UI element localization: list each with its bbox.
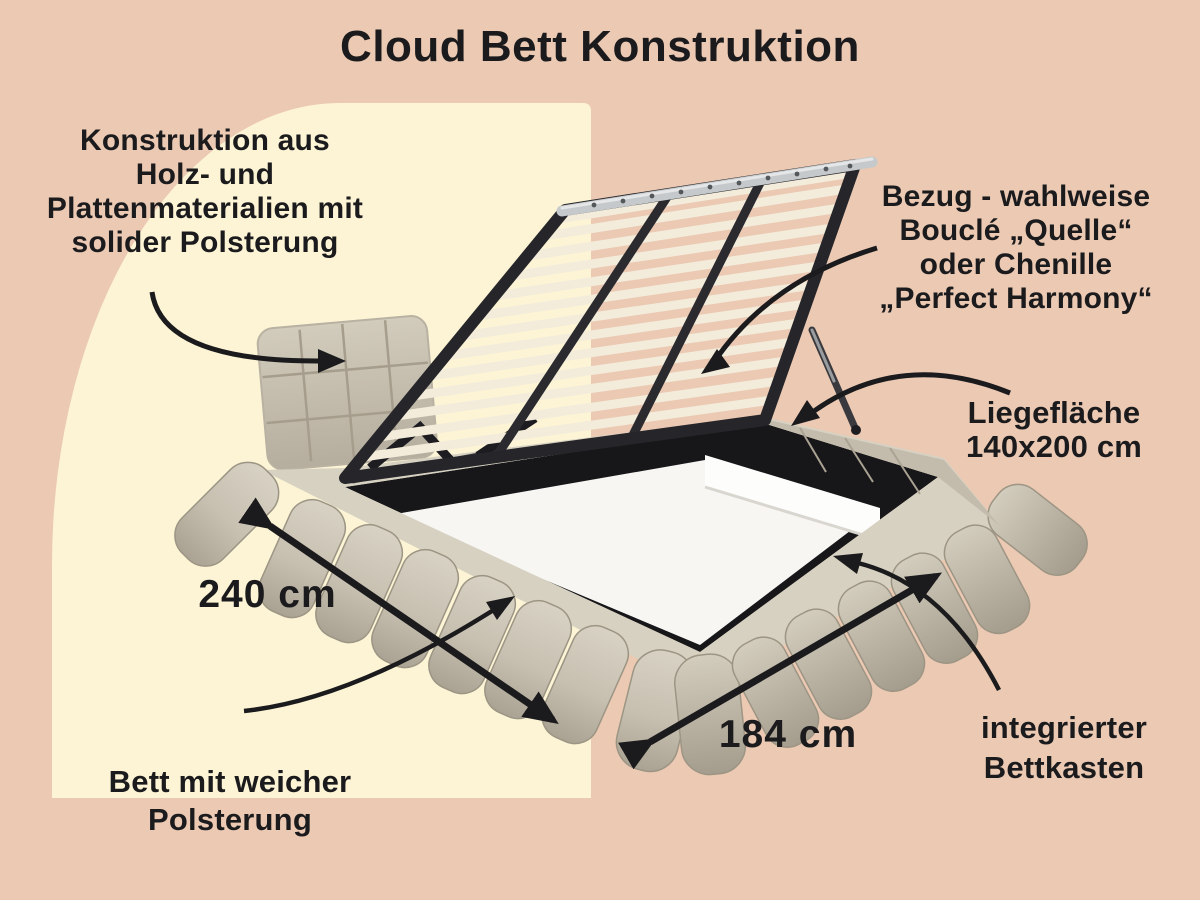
pointer-arrow-construction: [149, 291, 346, 373]
label-cover-line: Bouclé „Quelle“: [899, 214, 1133, 247]
label-surface-line: 140x200 cm: [965, 429, 1143, 464]
annotation-arrows: [149, 245, 1011, 770]
pointer-arrow-cover: [701, 245, 878, 374]
label-cover-line: oder Chenille: [919, 248, 1113, 281]
label-cover-line: „Perfect Harmony“: [879, 282, 1153, 315]
label-construction-line: Konstruktion aus: [80, 124, 330, 157]
label-soft-upholstery: Bett mit weicher Polsterung: [95, 763, 365, 839]
bed-storage-divider: [704, 455, 881, 542]
label-cover-line: Bezug - wahlweise: [881, 180, 1151, 213]
label-width-240: 240 cm: [198, 573, 337, 616]
label-depth-184: 184 cm: [718, 713, 858, 756]
bed-rim-back-band: [760, 418, 1000, 526]
label-construction: Konstruktion aus Holz- und Plattenmateri…: [25, 124, 385, 260]
pointer-arrow-surface: [791, 372, 1011, 426]
bed-slat-frame: [339, 156, 878, 484]
dimension-arrow-240: [238, 497, 559, 724]
label-soft-line: Polsterung: [148, 802, 312, 837]
label-construction-line: Holz- und: [135, 158, 275, 191]
bed-gas-piston: [808, 326, 861, 435]
label-lying-surface: Liegefläche 140x200 cm: [940, 396, 1168, 464]
page-title: Cloud Bett Konstruktion: [340, 22, 860, 71]
label-storage-line: integrierter: [980, 710, 1148, 745]
label-surface-line: Liegefläche: [967, 395, 1141, 430]
pointer-arrow-storage: [833, 553, 1002, 692]
label-storage-line: Bettkasten: [983, 750, 1145, 785]
pointer-arrow-soft: [243, 596, 515, 714]
slat-frame-screws: [591, 163, 853, 208]
dimension-arrow-184: [618, 572, 943, 770]
label-construction-line: Plattenmaterialien mit: [46, 192, 364, 225]
label-cover-options: Bezug - wahlweise Bouclé „Quelle“ oder C…: [842, 180, 1190, 316]
label-soft-line: Bett mit weicher: [108, 764, 352, 799]
label-storage-box: integrierter Bettkasten: [954, 708, 1174, 788]
label-construction-line: solider Polsterung: [71, 226, 339, 259]
